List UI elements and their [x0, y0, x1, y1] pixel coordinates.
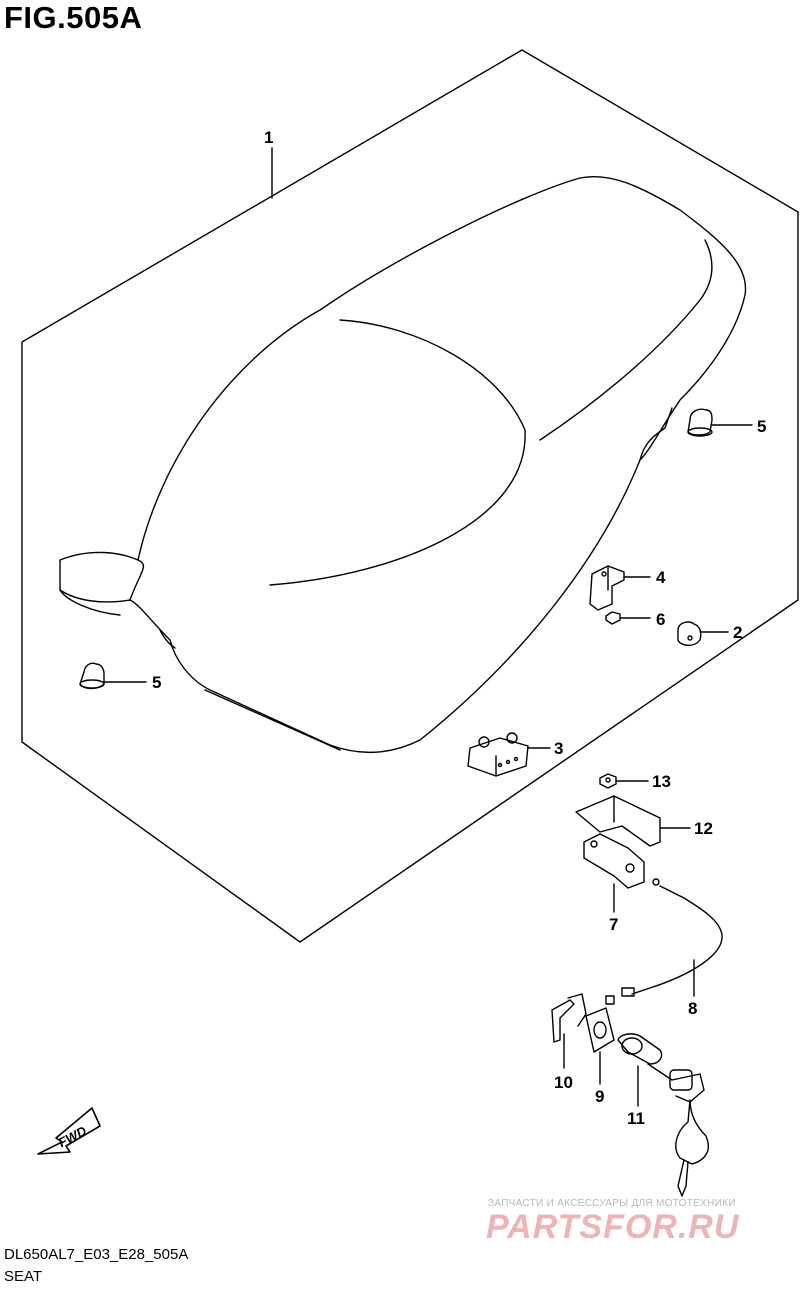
- cable-part-8: [605, 878, 723, 1005]
- plate-part-9: [585, 1007, 615, 1053]
- rubber-cushion-right: [687, 408, 713, 437]
- diagram-caption: SEAT: [4, 1268, 43, 1285]
- clip-part-10: [551, 993, 587, 1043]
- callout-1: 1: [264, 128, 273, 147]
- nut-part-6: [605, 611, 621, 625]
- callout-10: 10: [554, 1073, 573, 1092]
- watermark-subtitle: ЗАПЧАСТИ И АКСЕССУАРЫ ДЛЯ МОТОТЕХНИКИ: [488, 1198, 736, 1209]
- callout-13: 13: [652, 772, 671, 791]
- callout-6: 6: [656, 610, 665, 629]
- figure-title: FIG.505A: [4, 0, 143, 35]
- watermark-brand: PARTSFOR.RU: [486, 1208, 740, 1246]
- fwd-arrow-icon: FWD: [37, 1107, 101, 1155]
- callout-7: 7: [609, 915, 618, 934]
- latch-part-7: [583, 833, 645, 889]
- bracket-part-12: [575, 795, 661, 847]
- callout-2: 2: [733, 623, 742, 642]
- model-code: DL650AL7_E03_E28_505A: [4, 1246, 189, 1263]
- callout-9: 9: [595, 1087, 604, 1106]
- leader-lines: [103, 147, 753, 1107]
- seat-illustration: [59, 175, 747, 754]
- stopper-part-3: [467, 732, 529, 777]
- callout-3: 3: [554, 739, 563, 758]
- callout-5-left: 5: [152, 673, 161, 692]
- rubber-cushion-left: [79, 662, 105, 690]
- callout-4: 4: [656, 568, 666, 587]
- assembly-boundary: [21, 49, 799, 943]
- bracket-part-4: [589, 565, 625, 611]
- callout-8: 8: [688, 999, 697, 1018]
- callout-11: 11: [627, 1109, 645, 1128]
- callout-12: 12: [694, 819, 713, 838]
- nut-part-13: [599, 773, 617, 789]
- callout-5-right: 5: [757, 417, 766, 436]
- lock-and-keys-part-11: [617, 1033, 710, 1197]
- cushion-part-2: [677, 621, 702, 646]
